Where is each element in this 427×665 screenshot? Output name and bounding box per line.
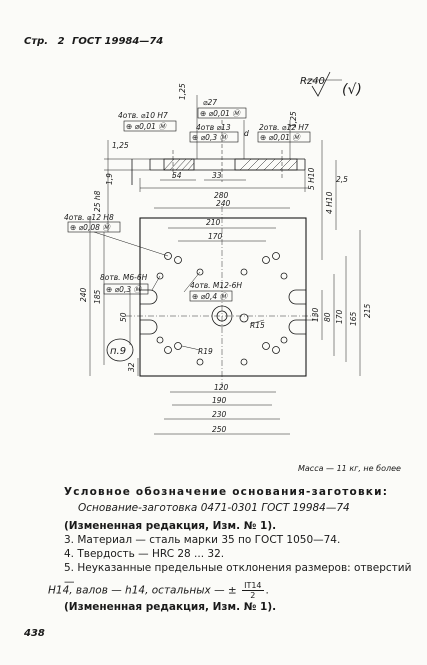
dim-230: 230 [212,410,227,419]
roughness-check: (√) [342,82,362,98]
section-hatch-left [163,158,195,171]
callout-holes-13: 4отв ⌀13 [196,123,231,132]
dim-r15: R15 [250,321,265,330]
dim-240-top: 240 [216,199,231,208]
plate-outline [139,217,307,377]
dim-32: 32 [127,362,136,372]
callout-tol-27: ⊕ ⌀0,01 Ⓜ [200,109,241,118]
callout-tol-12-top: ⊕ ⌀0,01 Ⓜ [260,133,301,142]
dim-165: 165 [349,311,358,326]
slot-right-upper [288,289,306,305]
dim-54: 54 [172,171,182,180]
callout-thread-m12: 4отв. M12-6H [190,281,242,290]
fraction-denominator: 2 [250,591,256,600]
dim-5-h10: 5 H10 [307,167,316,190]
tol-frame-10 [123,120,177,132]
dim-185: 185 [93,289,102,304]
note-p9: п.9 [110,346,126,357]
callout-tol-12-left: ⊕ ⌀0,08 Ⓜ [70,223,111,232]
slot-left-lower [140,319,158,335]
dim-130: 130 [311,307,320,322]
dim-25h8: 25 h8 [93,190,102,212]
bolt-holes [156,252,288,366]
dim-250: 250 [212,425,227,434]
page-header: Стр. 2 ГОСТ 19984—74 [24,36,163,47]
callout-tol-10: ⊕ ⌀0,01 Ⓜ [126,122,167,131]
callout-thread-m6: 8отв. M6-6H [100,273,148,282]
page-number: 2 [57,36,65,47]
item-hardness: 4. Твердость — HRC 28 ... 32. [64,548,225,560]
dim-280: 280 [214,191,229,200]
designation-heading: Условное обозначение основания-заготовки… [64,486,389,498]
item-material: 3. Материал — сталь марки 35 по ГОСТ 105… [64,534,341,546]
dim-80: 80 [323,312,332,322]
revision-note-2: (Измененная редакция, Изм. № 1). [64,601,277,613]
tolerance-formula: H14, валов — h14, остальных — ± IT14 2 . [48,581,269,600]
roughness-label: Rz40 [300,76,325,87]
callout-tol-13: ⊕ ⌀0,3 Ⓜ [192,133,228,142]
item-tolerances: 5. Неуказанные предельные отклонения раз… [64,562,412,588]
callout-holes-12-left: 4отв. ⌀12 H8 [64,213,114,222]
dim-1-25-a: 1,25 [112,141,129,150]
section-hatch-right [234,158,298,171]
callout-tol-m12: ⊕ ⌀0,4 Ⓜ [192,292,228,301]
fraction-numerator: IT14 [242,581,264,591]
standard-number: ГОСТ 19984—74 [72,36,164,47]
dim-240-left: 240 [79,287,88,302]
pin-hole [239,313,249,323]
dim-1-9: 1,9 [105,173,114,185]
designation-example: Основание-заготовка 0471-0301 ГОСТ 19984… [78,502,350,514]
technical-drawing: Rz40 (√) 4отв. ⌀10 H7 ⊕ ⌀0,01 Ⓜ ⌀27 ⊕ ⌀0… [64,71,372,435]
dim-215: 215 [363,303,372,318]
dim-170-right: 170 [335,309,344,324]
note-circle [106,338,134,362]
dim-4-h10: 4 H10 [325,191,334,214]
page-label: Стр. [24,36,49,47]
heading-line: Условное обозначение основания-заготовки… [64,485,414,499]
dim-27: ⌀27 [203,98,217,107]
slot-right-lower [288,319,306,335]
dim-120: 120 [214,383,229,392]
dim-33: 33 [212,171,222,180]
dim-1-25-b: 1,25 [178,83,187,100]
dim-170: 170 [208,232,223,241]
dim-r19: R19 [198,347,213,356]
dim-210: 210 [206,218,221,227]
callout-holes-12-top: 2отв. ⌀12 H7 [259,123,309,132]
dim-1-25-c: 1,25 [289,111,298,128]
dim-2-5: 2,5 [336,175,348,184]
mass-note: Масса — 11 кг, не более [298,464,401,473]
revision-note-1: (Измененная редакция, Изм. № 1). [64,520,277,532]
footer-page-number: 438 [24,628,45,639]
callout-tol-m6: ⊕ ⌀0,3 Ⓜ [106,285,142,294]
dim-190: 190 [212,396,227,405]
dim-50: 50 [119,312,128,322]
dim-d: d [244,129,249,138]
fraction-it14: IT14 2 [242,581,264,600]
slot-left-upper [140,289,158,305]
callout-holes-10: 4отв. ⌀10 H7 [118,111,168,120]
